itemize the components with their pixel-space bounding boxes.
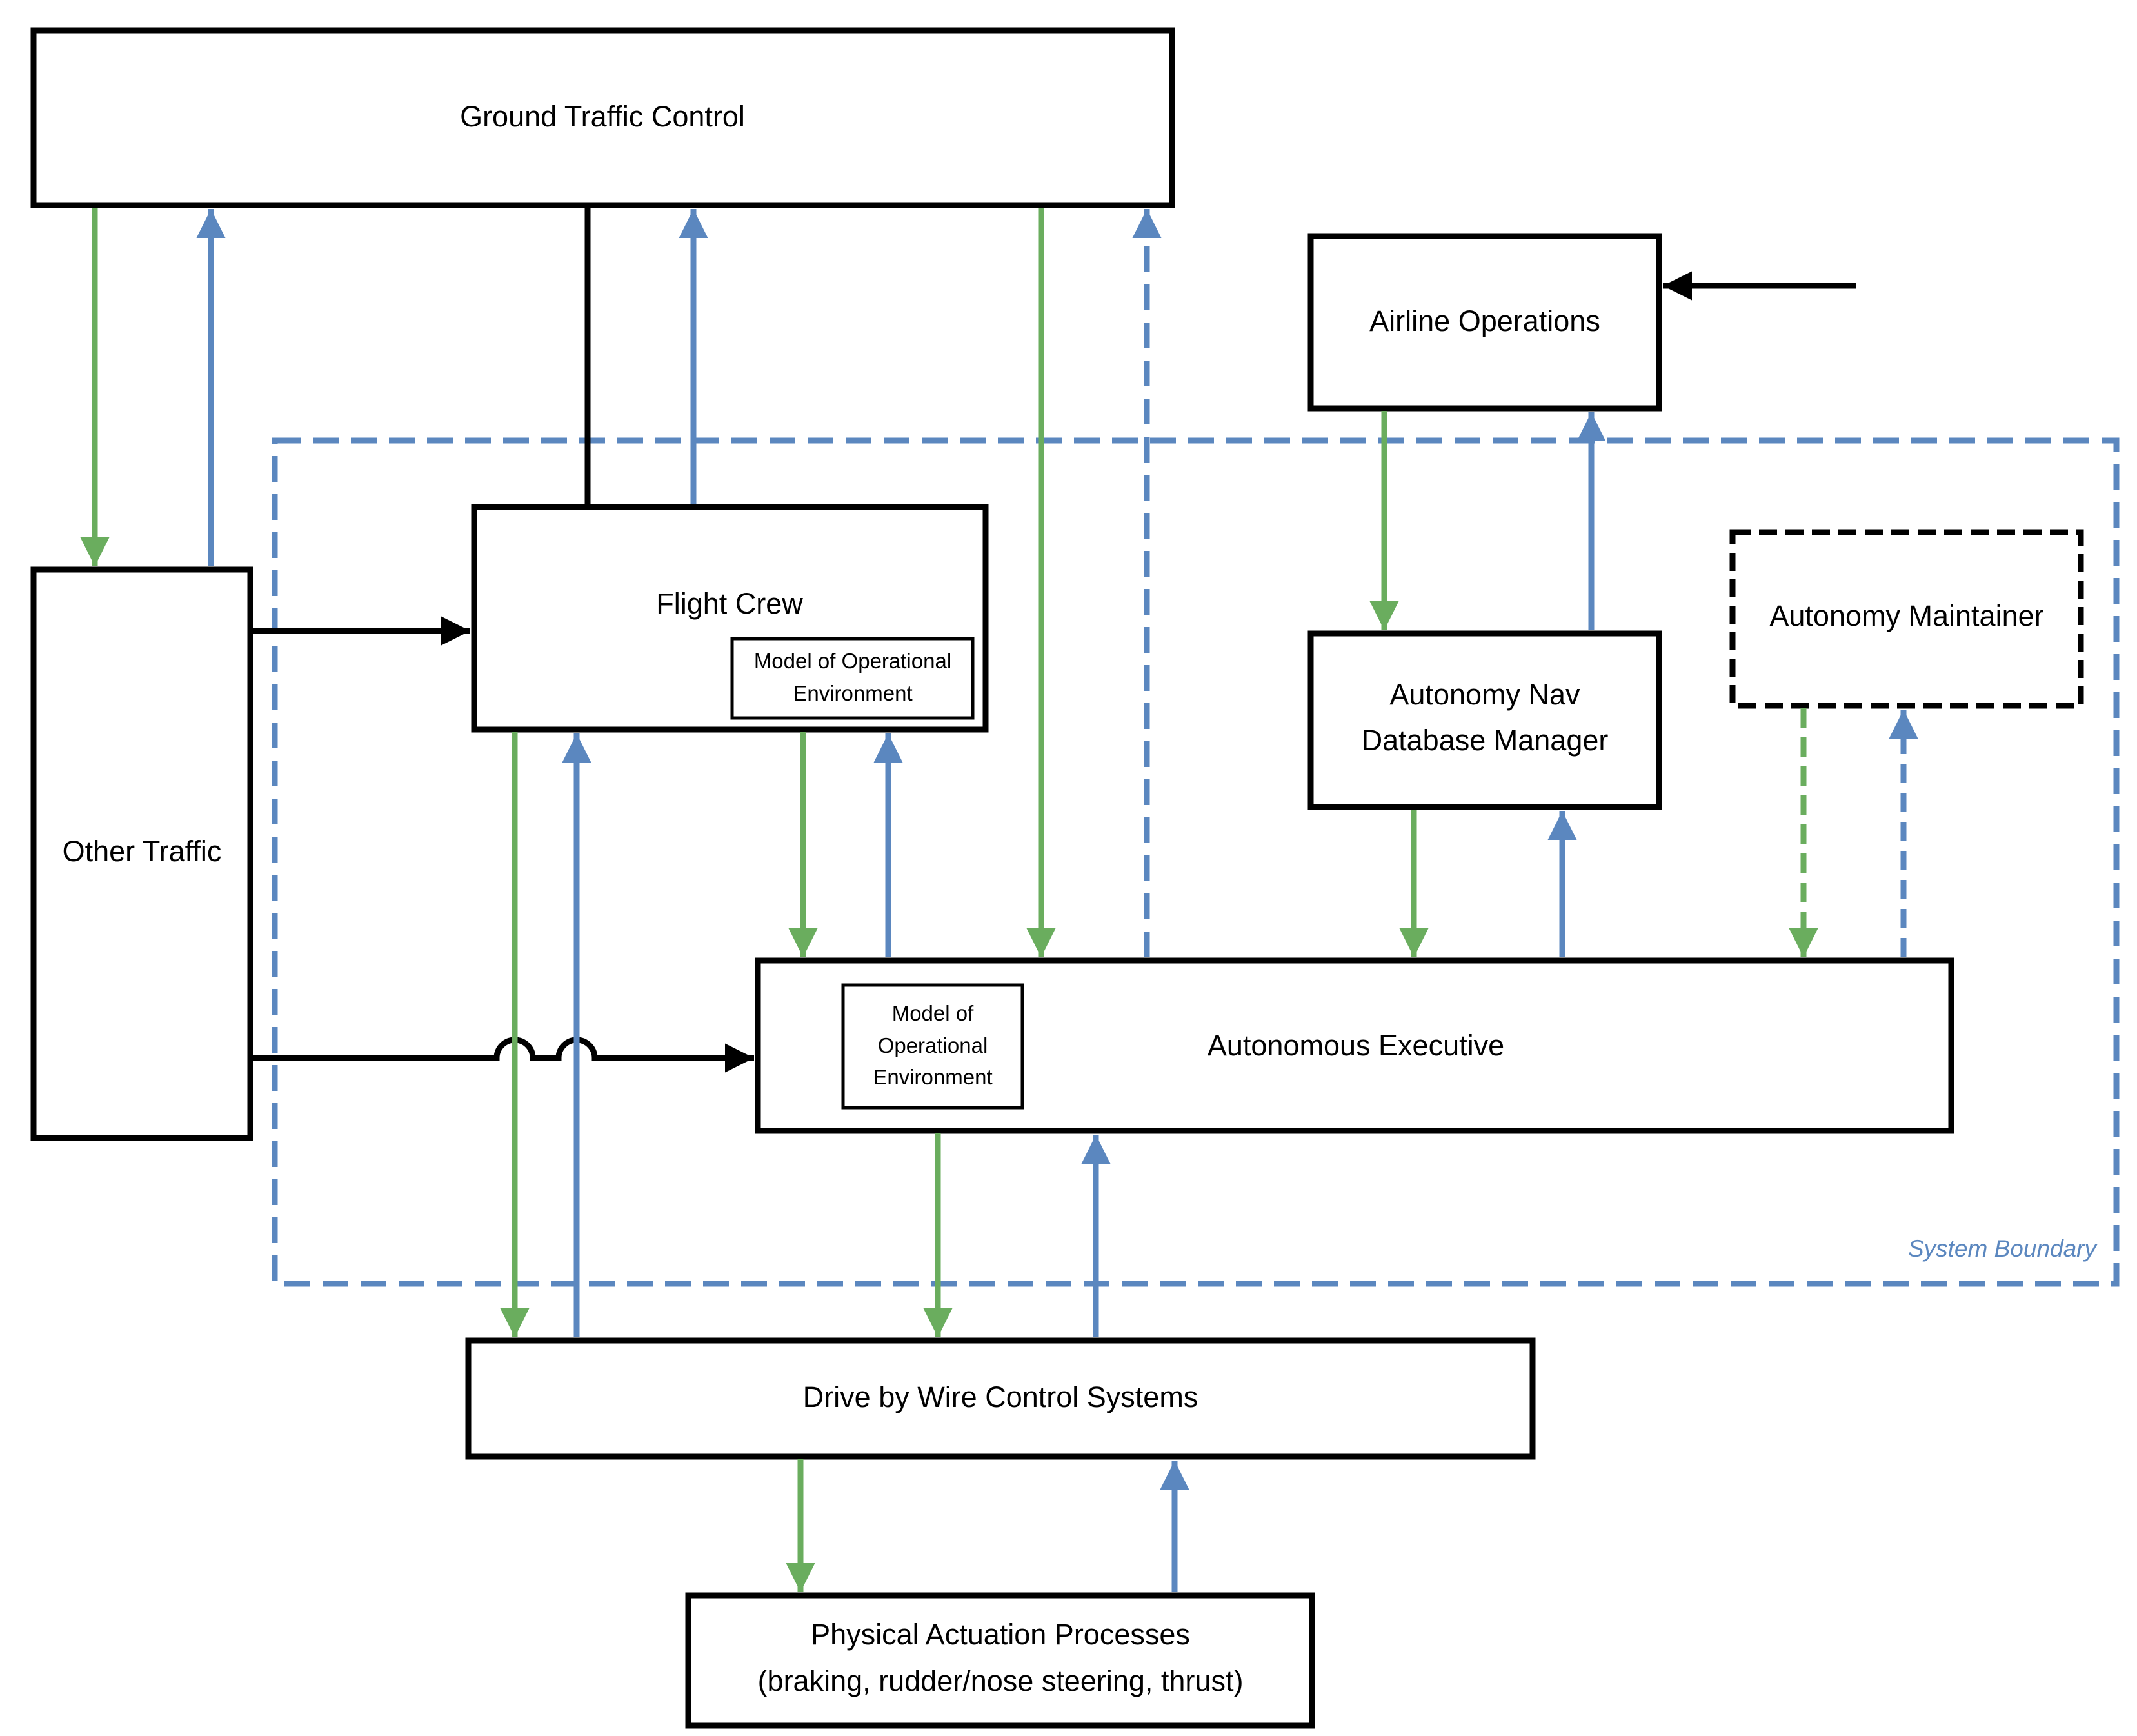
flight-crew-model-box: Model of Operational Environment bbox=[730, 637, 975, 720]
autonomy-nav-database-manager-box: Autonomy Nav Database Manager bbox=[1307, 630, 1662, 810]
airline-operations-label: Airline Operations bbox=[1369, 304, 1600, 337]
autonomy-maintainer-label: Autonomy Maintainer bbox=[1769, 599, 2043, 632]
airline-operations-box: Airline Operations bbox=[1307, 233, 1662, 412]
drive-by-wire-box: Drive by Wire Control Systems bbox=[465, 1337, 1536, 1460]
flight-crew-model-line2: Environment bbox=[793, 681, 912, 705]
autonomy-nav-line1: Autonomy Nav bbox=[1389, 678, 1580, 711]
autonomy-maintainer-box: Autonomy Maintainer bbox=[1729, 529, 2084, 709]
ground-traffic-control-box: Ground Traffic Control bbox=[30, 27, 1175, 208]
autonomy-nav-line2: Database Manager bbox=[1362, 724, 1609, 757]
other-traffic-box: Other Traffic bbox=[30, 566, 253, 1141]
autonomous-executive-label: Autonomous Executive bbox=[1208, 1029, 1504, 1062]
ground-traffic-control-label: Ground Traffic Control bbox=[460, 100, 745, 133]
exec-model-line3: Environment bbox=[873, 1065, 992, 1089]
exec-model-line1: Model of bbox=[892, 1001, 974, 1025]
physical-actuation-line2: (braking, rudder/nose steering, thrust) bbox=[758, 1664, 1244, 1697]
system-boundary bbox=[272, 437, 2120, 1287]
exec-model-line2: Operational bbox=[878, 1033, 988, 1057]
exec-model-box: Model of Operational Environment bbox=[841, 983, 1024, 1110]
autonomous-executive-box: Autonomous Executive Model of Operationa… bbox=[755, 957, 1954, 1134]
flight-crew-label: Flight Crew bbox=[656, 587, 803, 620]
physical-actuation-line1: Physical Actuation Processes bbox=[811, 1618, 1190, 1651]
other-traffic-label: Other Traffic bbox=[63, 835, 222, 868]
arrow-other-traffic-to-exec bbox=[253, 1037, 754, 1073]
connections bbox=[80, 208, 1918, 1592]
drive-by-wire-label: Drive by Wire Control Systems bbox=[803, 1381, 1198, 1413]
flight-crew-box: Flight Crew Model of Operational Environ… bbox=[471, 504, 989, 733]
flight-crew-model-line1: Model of Operational bbox=[754, 649, 951, 673]
system-boundary-label: System Boundary bbox=[1908, 1235, 2098, 1262]
physical-actuation-box: Physical Actuation Processes (braking, r… bbox=[685, 1592, 1315, 1729]
